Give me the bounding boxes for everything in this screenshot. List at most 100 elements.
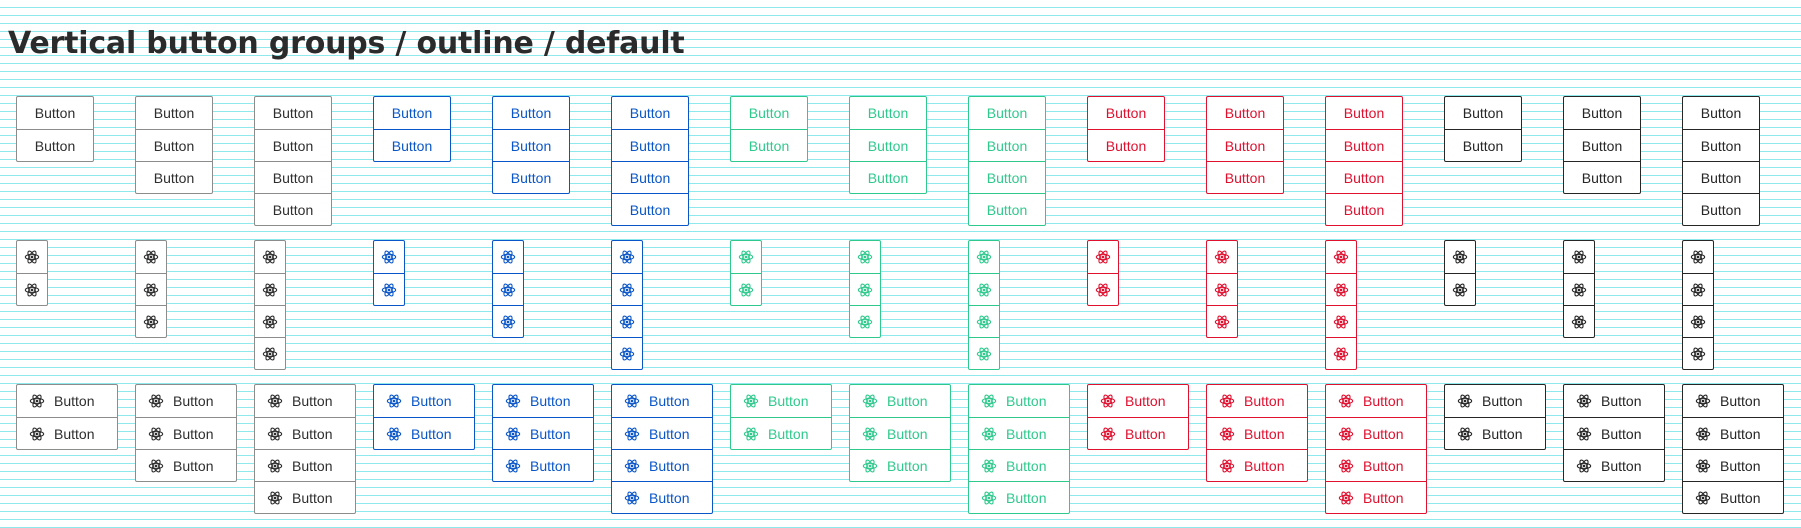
group-button[interactable]: Button <box>136 161 212 193</box>
group-button[interactable]: Button <box>255 481 355 513</box>
group-button[interactable] <box>1207 305 1237 337</box>
group-button[interactable] <box>493 273 523 305</box>
group-button[interactable]: Button <box>255 97 331 129</box>
group-button[interactable]: Button <box>969 193 1045 225</box>
group-button[interactable]: Button <box>1564 97 1640 129</box>
group-button[interactable]: Button <box>1207 161 1283 193</box>
group-button[interactable]: Button <box>731 417 831 449</box>
group-button[interactable]: Button <box>1683 385 1783 417</box>
group-button[interactable] <box>1445 273 1475 305</box>
group-button[interactable]: Button <box>1326 385 1426 417</box>
group-button[interactable] <box>374 241 404 273</box>
group-button[interactable] <box>1088 241 1118 273</box>
group-button[interactable]: Button <box>969 417 1069 449</box>
group-button[interactable]: Button <box>17 97 93 129</box>
group-button[interactable] <box>255 273 285 305</box>
group-button[interactable]: Button <box>1683 161 1759 193</box>
group-button[interactable]: Button <box>1683 449 1783 481</box>
group-button[interactable]: Button <box>255 449 355 481</box>
group-button[interactable] <box>1683 305 1713 337</box>
group-button[interactable]: Button <box>612 97 688 129</box>
group-button[interactable]: Button <box>1445 417 1545 449</box>
group-button[interactable] <box>255 337 285 369</box>
group-button[interactable] <box>1683 241 1713 273</box>
group-button[interactable]: Button <box>1088 97 1164 129</box>
group-button[interactable]: Button <box>1088 417 1188 449</box>
group-button[interactable] <box>493 241 523 273</box>
group-button[interactable]: Button <box>493 449 593 481</box>
group-button[interactable]: Button <box>136 417 236 449</box>
group-button[interactable]: Button <box>612 481 712 513</box>
group-button[interactable]: Button <box>612 193 688 225</box>
group-button[interactable] <box>969 305 999 337</box>
group-button[interactable] <box>17 273 47 305</box>
group-button[interactable] <box>255 241 285 273</box>
group-button[interactable] <box>1445 241 1475 273</box>
group-button[interactable]: Button <box>255 385 355 417</box>
group-button[interactable]: Button <box>731 385 831 417</box>
group-button[interactable]: Button <box>1683 97 1759 129</box>
group-button[interactable]: Button <box>969 481 1069 513</box>
group-button[interactable] <box>1564 241 1594 273</box>
group-button[interactable]: Button <box>1564 417 1664 449</box>
group-button[interactable]: Button <box>850 385 950 417</box>
group-button[interactable]: Button <box>1564 161 1640 193</box>
group-button[interactable]: Button <box>17 385 117 417</box>
group-button[interactable]: Button <box>1326 97 1402 129</box>
group-button[interactable]: Button <box>850 417 950 449</box>
group-button[interactable]: Button <box>493 417 593 449</box>
group-button[interactable]: Button <box>612 161 688 193</box>
group-button[interactable] <box>1326 273 1356 305</box>
group-button[interactable] <box>136 305 166 337</box>
group-button[interactable] <box>136 273 166 305</box>
group-button[interactable]: Button <box>374 385 474 417</box>
group-button[interactable]: Button <box>731 97 807 129</box>
group-button[interactable]: Button <box>374 129 450 161</box>
group-button[interactable]: Button <box>1683 481 1783 513</box>
group-button[interactable]: Button <box>1088 385 1188 417</box>
group-button[interactable]: Button <box>612 417 712 449</box>
group-button[interactable]: Button <box>1445 129 1521 161</box>
group-button[interactable] <box>1564 273 1594 305</box>
group-button[interactable] <box>612 273 642 305</box>
group-button[interactable]: Button <box>1326 481 1426 513</box>
group-button[interactable]: Button <box>255 161 331 193</box>
group-button[interactable]: Button <box>1207 385 1307 417</box>
group-button[interactable] <box>612 241 642 273</box>
group-button[interactable] <box>969 337 999 369</box>
group-button[interactable]: Button <box>493 385 593 417</box>
group-button[interactable]: Button <box>1207 97 1283 129</box>
group-button[interactable] <box>1088 273 1118 305</box>
group-button[interactable] <box>850 305 880 337</box>
group-button[interactable] <box>1564 305 1594 337</box>
group-button[interactable] <box>1683 337 1713 369</box>
group-button[interactable] <box>850 241 880 273</box>
group-button[interactable] <box>850 273 880 305</box>
group-button[interactable]: Button <box>1088 129 1164 161</box>
group-button[interactable]: Button <box>255 129 331 161</box>
group-button[interactable]: Button <box>1683 417 1783 449</box>
group-button[interactable]: Button <box>1683 129 1759 161</box>
group-button[interactable] <box>1326 337 1356 369</box>
group-button[interactable]: Button <box>1564 129 1640 161</box>
group-button[interactable]: Button <box>136 97 212 129</box>
group-button[interactable] <box>969 273 999 305</box>
group-button[interactable]: Button <box>255 417 355 449</box>
group-button[interactable]: Button <box>1326 417 1426 449</box>
group-button[interactable]: Button <box>1207 129 1283 161</box>
group-button[interactable]: Button <box>1445 97 1521 129</box>
group-button[interactable]: Button <box>1207 417 1307 449</box>
group-button[interactable] <box>1683 273 1713 305</box>
group-button[interactable]: Button <box>136 449 236 481</box>
group-button[interactable] <box>969 241 999 273</box>
group-button[interactable]: Button <box>850 161 926 193</box>
group-button[interactable] <box>493 305 523 337</box>
group-button[interactable]: Button <box>1207 449 1307 481</box>
group-button[interactable]: Button <box>17 129 93 161</box>
group-button[interactable]: Button <box>1564 449 1664 481</box>
group-button[interactable]: Button <box>1326 161 1402 193</box>
group-button[interactable]: Button <box>255 193 331 225</box>
group-button[interactable]: Button <box>1326 193 1402 225</box>
group-button[interactable] <box>731 273 761 305</box>
group-button[interactable]: Button <box>17 417 117 449</box>
